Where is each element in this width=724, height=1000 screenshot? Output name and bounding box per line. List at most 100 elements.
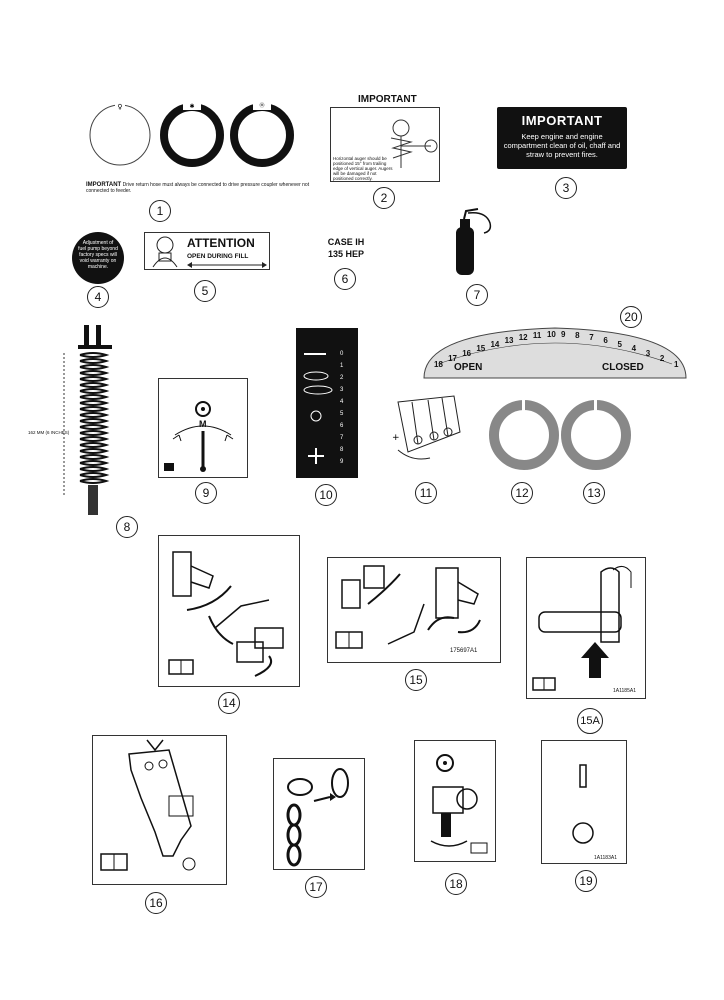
decal-4-fuel-pump: Adjustment of fuel pump beyond factory s… xyxy=(72,232,124,284)
callout-9: 9 xyxy=(195,482,217,504)
scale-number: 0 xyxy=(340,351,344,357)
decal-15-auger: 175697A1 xyxy=(327,557,501,663)
decal-5-text: OPEN DURING FILL xyxy=(187,253,249,260)
callout-19: 19 xyxy=(575,870,597,892)
decal-6-line2: 135 HEP xyxy=(327,249,365,259)
decal-15-part-number: 175697A1 xyxy=(450,648,478,654)
callout-1: 1 xyxy=(149,200,171,222)
gauge-number: 14 xyxy=(490,339,500,349)
decal-5-attention: ATTENTION OPEN DURING FILL xyxy=(144,232,270,270)
callout-18: 18 xyxy=(445,873,467,895)
callout-13: 13 xyxy=(583,482,605,504)
callout-10: 10 xyxy=(315,484,337,506)
double-arrow-icon xyxy=(187,262,267,268)
decal-3-heading: IMPORTANT xyxy=(521,113,603,128)
gauge-number: 15 xyxy=(476,344,486,354)
svg-text:♀: ♀ xyxy=(117,103,122,111)
scale-number: 2 xyxy=(340,375,344,381)
decal-6-line1: CASE IH xyxy=(327,237,365,247)
rotation-icon xyxy=(195,401,211,417)
decal-10-scale-numbers: 0 1 2 3 4 5 6 7 8 9 xyxy=(340,348,356,468)
gauge-closed-label: CLOSED xyxy=(602,362,644,373)
decal-2-text: Horizontal auger should be positioned 15… xyxy=(333,156,393,181)
svg-text:✱: ✱ xyxy=(189,103,194,110)
decal-1-rings: ♀ ✱ Ⓜ xyxy=(85,90,295,185)
decal-2-heading: IMPORTANT xyxy=(358,94,417,105)
gauge-number: 18 xyxy=(434,360,443,369)
gauge-open-label: OPEN xyxy=(454,362,483,373)
gauge-number: 9 xyxy=(561,330,566,340)
callout-16: 16 xyxy=(145,892,167,914)
scale-number: 4 xyxy=(340,399,344,405)
rotation-icon xyxy=(436,754,454,772)
decal-2-auger-position: Horizontal auger should be positioned 15… xyxy=(330,107,440,182)
callout-6: 6 xyxy=(334,268,356,290)
callout-20: 20 xyxy=(620,306,642,328)
gauge-number: 8 xyxy=(575,331,580,341)
gauge-number: 3 xyxy=(645,349,651,359)
callout-3: 3 xyxy=(555,177,577,199)
gauge-number: 4 xyxy=(631,344,637,354)
ring-decal-13 xyxy=(561,400,631,470)
gauge-number: 13 xyxy=(504,336,514,346)
decal-5-heading: ATTENTION xyxy=(187,236,255,250)
gauge-number: 6 xyxy=(603,336,608,346)
decal-3-text: Keep engine and engine compartment clean… xyxy=(503,132,621,159)
ring-decal-12 xyxy=(489,400,559,470)
decal-15a-part-number: 1A1185A1 xyxy=(613,688,636,694)
gauge-number: 2 xyxy=(659,354,665,364)
fire-extinguisher-icon xyxy=(456,208,492,275)
decal-1-heading: IMPORTANT xyxy=(86,182,122,188)
scale-number: 6 xyxy=(340,423,344,429)
scale-number: 9 xyxy=(340,459,344,465)
gauge-number: 7 xyxy=(589,333,594,343)
callout-4: 4 xyxy=(87,286,109,308)
gauge-number: 10 xyxy=(546,330,556,340)
scale-number: 7 xyxy=(340,435,344,441)
callout-12: 12 xyxy=(511,482,533,504)
decal-16-latch xyxy=(92,735,227,885)
decal-3-important: IMPORTANT Keep engine and engine compart… xyxy=(497,107,627,169)
callout-15: 15 xyxy=(405,669,427,691)
decal-15a-pin: 1A1185A1 xyxy=(526,557,646,699)
decal-11-lever: + xyxy=(392,395,461,460)
scale-number: 8 xyxy=(340,447,344,453)
callout-11: 11 xyxy=(415,482,437,504)
gauge-number: 16 xyxy=(462,349,472,359)
gauge-number: 17 xyxy=(448,354,458,364)
manual-icon xyxy=(470,842,488,854)
decal-9-label: M xyxy=(199,419,207,429)
callout-15a: 15A xyxy=(577,708,603,734)
scale-number: 1 xyxy=(340,363,344,369)
decal-1-text: Drive return hose must always be connect… xyxy=(86,182,310,194)
decal-19-plate: 1A1183A1 xyxy=(541,740,627,864)
gauge-number: 11 xyxy=(532,331,542,341)
spring-decal-8 xyxy=(63,325,112,515)
decal-9-adjust: M xyxy=(158,378,248,478)
callout-17: 17 xyxy=(305,876,327,898)
decal-14-auger xyxy=(158,535,300,687)
decal-10-scale: 0 1 2 3 4 5 6 7 8 9 xyxy=(296,328,358,478)
decal-19-part-number: 1A1183A1 xyxy=(594,855,617,861)
scale-number: 3 xyxy=(340,387,344,393)
gauge-number: 12 xyxy=(518,333,528,343)
decal-17-chain xyxy=(273,758,365,870)
svg-text:+: + xyxy=(392,433,400,443)
svg-text:Ⓜ: Ⓜ xyxy=(259,102,264,109)
callout-2: 2 xyxy=(373,187,395,209)
callout-14: 14 xyxy=(218,692,240,714)
decal-6-model: CASE IH 135 HEP xyxy=(318,236,374,260)
callout-7: 7 xyxy=(466,284,488,306)
decal-1-caption: IMPORTANT Drive return hose must always … xyxy=(86,182,326,194)
decal-4-text: Adjustment of fuel pump beyond factory s… xyxy=(78,240,118,270)
decal-18-wrench xyxy=(414,740,496,862)
callout-8: 8 xyxy=(116,516,138,538)
decal-8-dimension: 162 MM (6 INCHES) xyxy=(28,430,70,435)
scale-number: 5 xyxy=(340,411,344,417)
callout-5: 5 xyxy=(194,280,216,302)
mascot-icon xyxy=(152,236,178,268)
gauge-number: 5 xyxy=(617,339,622,349)
auger-icon xyxy=(390,119,438,168)
